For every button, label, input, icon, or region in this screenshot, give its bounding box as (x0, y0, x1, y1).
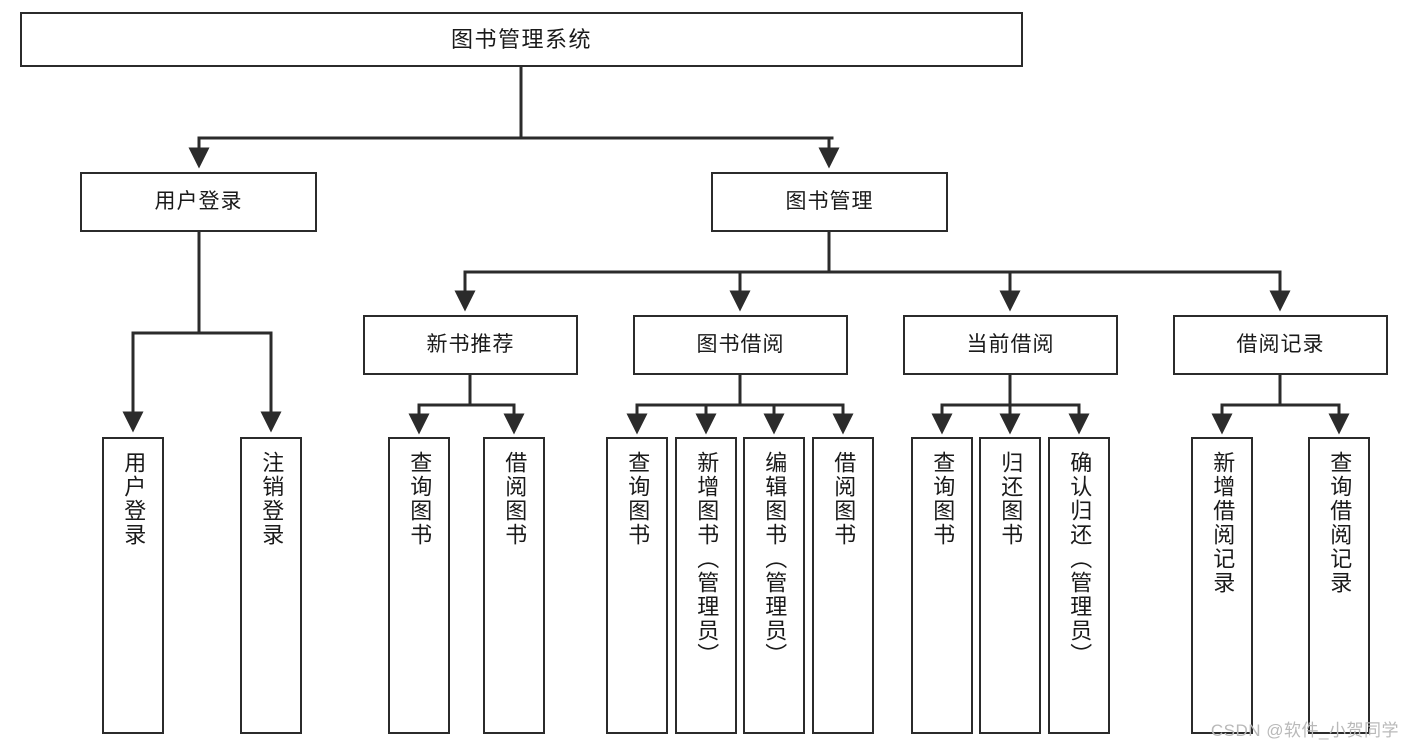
leaf-borrow-edit-book-label: 编辑图书（管理员） (762, 451, 788, 667)
leaf-current-confirm-return[interactable]: 确认归还（管理员） (1048, 437, 1110, 734)
node-root[interactable]: 图书管理系统 (20, 12, 1023, 67)
node-current-borrow-label: 当前借阅 (966, 332, 1055, 356)
leaf-current-query-book[interactable]: 查询图书 (911, 437, 973, 734)
leaf-record-query[interactable]: 查询借阅记录 (1308, 437, 1370, 734)
leaf-borrow-edit-book[interactable]: 编辑图书（管理员） (743, 437, 805, 734)
leaf-borrow-borrow-book[interactable]: 借阅图书 (812, 437, 874, 734)
node-borrow-record-label: 借阅记录 (1236, 332, 1325, 356)
leaf-user-login-signin[interactable]: 用户登录 (102, 437, 164, 734)
leaf-record-add-label: 新增借阅记录 (1210, 451, 1236, 595)
leaf-borrow-add-book[interactable]: 新增图书（管理员） (675, 437, 737, 734)
node-book-management[interactable]: 图书管理 (711, 172, 948, 232)
leaf-current-query-book-label: 查询图书 (930, 451, 956, 547)
leaf-user-login-signout[interactable]: 注销登录 (240, 437, 302, 734)
node-borrow-record[interactable]: 借阅记录 (1173, 315, 1388, 375)
node-new-book-recommend-label: 新书推荐 (426, 332, 515, 356)
node-book-management-label: 图书管理 (785, 189, 874, 213)
leaf-record-add[interactable]: 新增借阅记录 (1191, 437, 1253, 734)
leaf-borrow-add-book-label: 新增图书（管理员） (694, 451, 720, 667)
node-root-label: 图书管理系统 (450, 26, 592, 52)
node-new-book-recommend[interactable]: 新书推荐 (363, 315, 578, 375)
leaf-borrow-query-book[interactable]: 查询图书 (606, 437, 668, 734)
node-current-borrow[interactable]: 当前借阅 (903, 315, 1118, 375)
leaf-user-login-signin-label: 用户登录 (121, 451, 147, 547)
leaf-new-book-query-label: 查询图书 (407, 451, 433, 547)
leaf-borrow-borrow-book-label: 借阅图书 (831, 451, 857, 547)
leaf-new-book-query[interactable]: 查询图书 (388, 437, 450, 734)
leaf-current-confirm-return-label: 确认归还（管理员） (1067, 451, 1093, 667)
leaf-new-book-borrow-label: 借阅图书 (502, 451, 528, 547)
leaf-borrow-query-book-label: 查询图书 (625, 451, 651, 547)
leaf-new-book-borrow[interactable]: 借阅图书 (483, 437, 545, 734)
csdn-watermark: CSDN @软件_小贺同学 (1210, 721, 1399, 740)
leaf-user-login-signout-label: 注销登录 (259, 451, 285, 547)
node-book-borrow-label: 图书借阅 (696, 332, 785, 356)
node-book-borrow[interactable]: 图书借阅 (633, 315, 848, 375)
node-user-login-label: 用户登录 (154, 189, 243, 213)
leaf-record-query-label: 查询借阅记录 (1327, 451, 1353, 595)
leaf-current-return-book[interactable]: 归还图书 (979, 437, 1041, 734)
leaf-current-return-book-label: 归还图书 (998, 451, 1024, 547)
node-user-login[interactable]: 用户登录 (80, 172, 317, 232)
